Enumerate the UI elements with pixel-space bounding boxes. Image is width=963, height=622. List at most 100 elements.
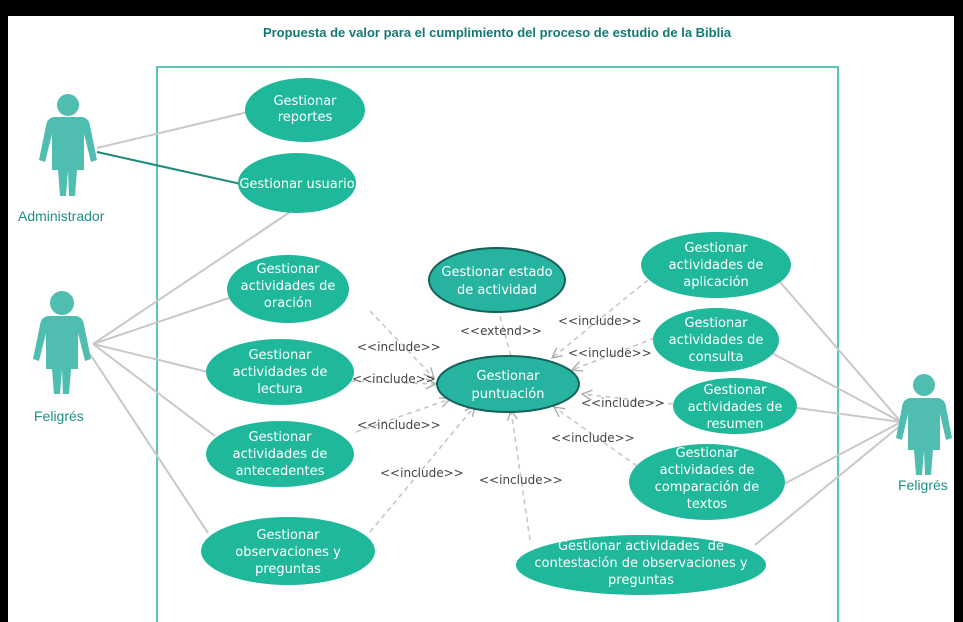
uc-comparacion-line: textos [687, 497, 728, 512]
use-case-usuario[interactable]: Gestionar usuario [238, 153, 356, 213]
assoc-right-consulta [769, 351, 902, 423]
uc-resumen-line: resumen [707, 417, 764, 432]
dep-aplicacion-puntuacion [552, 279, 649, 358]
assoc-right-contestacion [754, 424, 902, 546]
uc-estado-line: de actividad [457, 283, 537, 298]
actor-administrador-label: Administrador [18, 208, 105, 224]
uc-resumen-line: actividades de [688, 400, 783, 415]
use-case-lectura[interactable]: Gestionar actividades de lectura [206, 339, 354, 405]
label-include-observaciones: <<include>> [380, 466, 464, 480]
uc-estado-line: Gestionar estado [441, 265, 552, 280]
use-case-contestacion[interactable]: Gestionar actividades de contestación de … [516, 535, 766, 595]
dep-oracion-puntuacion [369, 310, 434, 378]
dep-consulta-puntuacion [572, 337, 656, 370]
actor-associations [89, 111, 902, 546]
uc-antecedentes-line: antecedentes [236, 464, 325, 479]
assoc-right-comparacion [783, 421, 902, 485]
uc-comparacion-line: comparación de [655, 480, 760, 495]
assoc-feligres-oracion [92, 296, 233, 345]
uc-contestacion-line: Gestionar actividades de [558, 539, 724, 554]
dep-observaciones-puntuacion [369, 406, 475, 533]
uc-aplicacion-line: actividades de [669, 258, 764, 273]
label-include-consulta: <<include>> [568, 346, 652, 360]
label-include-resumen: <<include>> [581, 396, 665, 410]
uc-reportes-line: reportes [278, 110, 333, 125]
uc-resumen-line: Gestionar [703, 383, 767, 398]
actor-feligres-left-label: Feligrés [34, 408, 84, 424]
assoc-feligres-observaciones [89, 353, 209, 534]
uc-observaciones-line: Gestionar [256, 528, 320, 543]
assoc-feligres-usuario [92, 211, 291, 345]
uc-reportes-line: Gestionar [273, 94, 337, 109]
uc-consulta-line: actividades de [669, 333, 764, 348]
diagram-title: Propuesta de valor para el cumplimiento … [263, 25, 732, 40]
label-include-comparacion: <<include>> [551, 431, 635, 445]
uc-lectura-line: actividades de [233, 365, 328, 380]
assoc-right-aplicacion [779, 281, 902, 423]
use-case-consulta[interactable]: Gestionar actividades de consulta [653, 308, 779, 372]
uc-consulta-line: Gestionar [684, 316, 748, 331]
uc-contestacion-line: contestación de observaciones y [534, 556, 748, 571]
uc-comparacion-line: actividades de [660, 463, 755, 478]
actor-feligres-right-icon [896, 374, 952, 475]
use-case-aplicacion[interactable]: Gestionar actividades de aplicación [641, 232, 791, 298]
uc-aplicacion-line: aplicación [683, 275, 749, 290]
uc-antecedentes-line: Gestionar [248, 430, 312, 445]
assoc-feligres-lectura [92, 343, 209, 373]
use-case-comparacion[interactable]: Gestionar actividades de comparación de tex… [629, 444, 785, 520]
uc-observaciones-line: observaciones y [235, 545, 341, 560]
label-include-antecedentes: <<include>> [357, 418, 441, 432]
uc-lectura-line: lectura [257, 382, 302, 397]
uc-observaciones-line: preguntas [255, 562, 321, 577]
relation-labels: <<include>> <<include>> <<include>> <<in… [352, 314, 665, 487]
uc-aplicacion-line: Gestionar [684, 241, 748, 256]
actor-administrador-icon [39, 94, 97, 196]
label-include-oracion: <<include>> [357, 340, 441, 354]
assoc-right-resumen [796, 407, 902, 423]
use-case-oracion[interactable]: Gestionar actividades de oración [227, 255, 349, 323]
uc-contestacion-line: preguntas [608, 573, 674, 588]
use-case-estado[interactable]: Gestionar estado de actividad [428, 247, 566, 313]
use-case-observaciones[interactable]: Gestionar observaciones y preguntas [201, 517, 375, 585]
svg-text:Gestionar usuario: Gestionar usuario [239, 177, 354, 192]
use-case-resumen[interactable]: Gestionar actividades de resumen [673, 378, 797, 434]
uc-oracion-line: oración [264, 296, 312, 311]
use-case-antecedentes[interactable]: Gestionar actividades de antecedentes [206, 421, 354, 487]
actor-feligres-right-label: Feligrés [898, 477, 948, 493]
label-extend-estado: <<extend>> [460, 324, 542, 338]
dependencies [349, 279, 674, 541]
uc-oracion-line: actividades de [241, 279, 336, 294]
system-boundary [156, 66, 839, 622]
use-case-puntuacion[interactable]: Gestionar puntuación [436, 355, 580, 413]
dep-comparacion-puntuacion [554, 407, 638, 467]
uc-puntuacion-line: puntuación [472, 387, 545, 402]
dep-resumen-puntuacion [582, 394, 674, 405]
assoc-feligres-antecedentes [92, 343, 216, 437]
uc-consulta-line: consulta [688, 350, 743, 365]
assoc-admin-usuario [96, 151, 242, 185]
uc-lectura-line: Gestionar [248, 348, 312, 363]
label-include-aplicacion: <<include>> [558, 314, 642, 328]
uc-puntuacion-line: Gestionar [476, 369, 540, 384]
assoc-admin-reportes [96, 111, 249, 149]
label-include-contestacion: <<include>> [479, 473, 563, 487]
dep-antecedentes-puntuacion [355, 399, 450, 433]
uc-antecedentes-line: actividades de [233, 447, 328, 462]
uc-comparacion-line: Gestionar [675, 446, 739, 461]
uc-oracion-line: Gestionar [256, 262, 320, 277]
actor-feligres-left-icon [33, 291, 91, 394]
dep-contestacion-puntuacion [511, 410, 531, 541]
